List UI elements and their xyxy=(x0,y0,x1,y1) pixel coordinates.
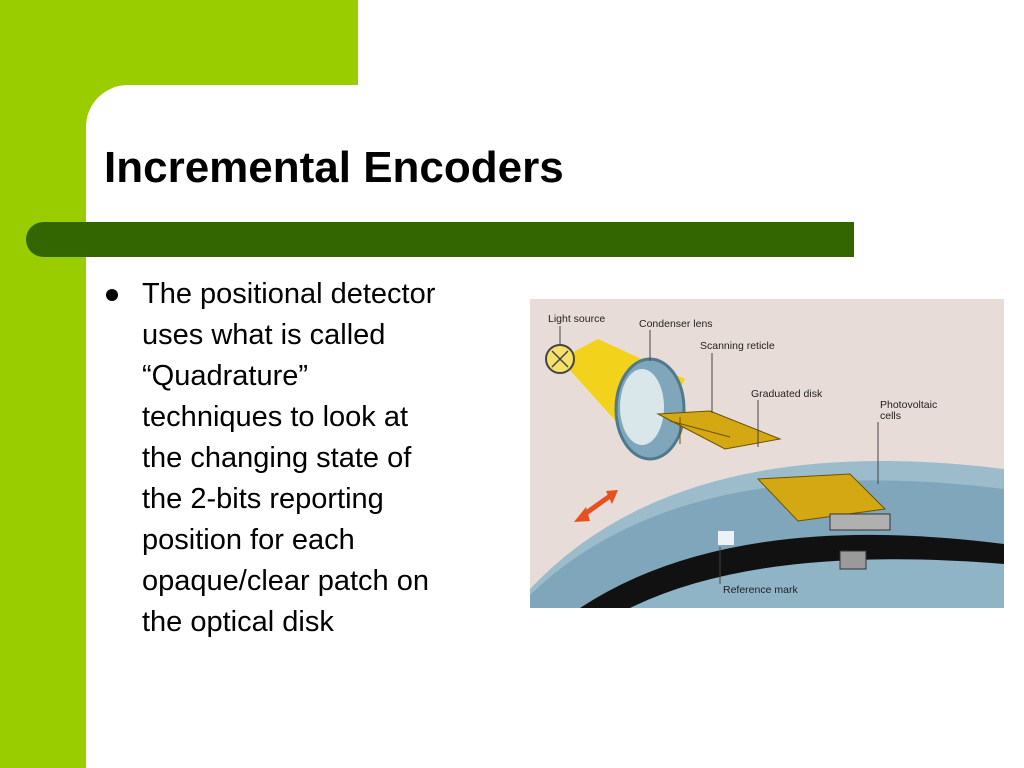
label-reference-mark: Reference mark xyxy=(723,584,798,596)
reference-mark-slots xyxy=(718,531,734,545)
top-white-strip xyxy=(358,0,1024,85)
photovoltaic-cell-block xyxy=(829,513,891,531)
bullet-dot-icon xyxy=(106,289,118,301)
bullet-item: The positional detector uses what is cal… xyxy=(106,274,501,643)
label-photovoltaic-line2: cells xyxy=(880,410,901,422)
photovoltaic-cells xyxy=(756,473,887,522)
title-underline-bar xyxy=(26,222,854,257)
photovoltaic-cell-small xyxy=(839,550,867,570)
rotation-arrow-icon xyxy=(574,490,618,522)
encoder-diagram-svg: Light source Condenser lens Scanning ret… xyxy=(530,299,1004,608)
leader-lines xyxy=(559,326,879,584)
label-scanning-reticle: Scanning reticle xyxy=(700,340,775,352)
label-condenser-lens: Condenser lens xyxy=(639,318,713,330)
lens-glass xyxy=(620,369,664,445)
encoder-diagram: Light source Condenser lens Scanning ret… xyxy=(530,299,1004,608)
disk-hub xyxy=(630,559,1004,608)
bullet-text: The positional detector uses what is cal… xyxy=(142,278,436,638)
label-graduated-disk: Graduated disk xyxy=(751,388,823,400)
label-light-source: Light source xyxy=(548,313,605,325)
slide-title: Incremental Encoders xyxy=(104,143,564,192)
label-photovoltaic-line1: Photovoltaic xyxy=(880,399,937,411)
scanning-reticle xyxy=(656,410,782,450)
